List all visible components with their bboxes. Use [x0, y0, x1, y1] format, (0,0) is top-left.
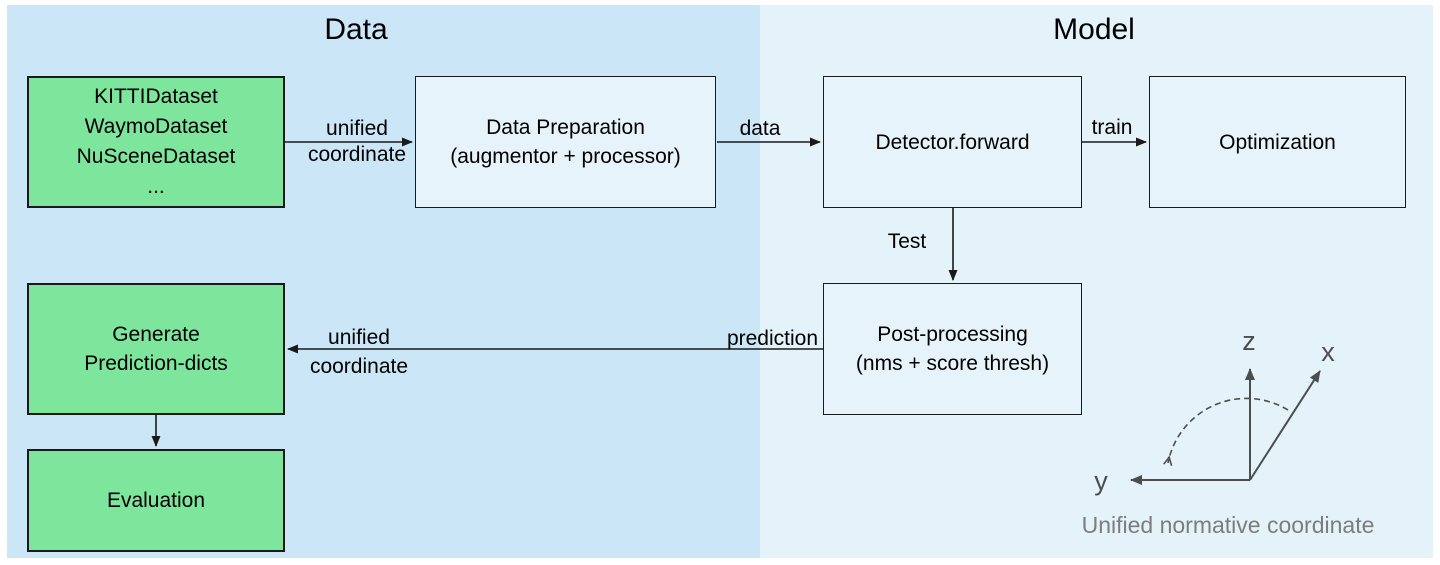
node-label-line: NuSceneDataset — [76, 145, 236, 168]
edge-label-line: unified — [326, 117, 388, 140]
node-label-line: KITTIDataset — [94, 85, 218, 108]
node-generate-prediction-dicts: Generate Prediction-dicts — [27, 283, 285, 415]
node-label-line: Evaluation — [106, 489, 206, 512]
edge-label-line: unified — [328, 326, 390, 349]
section-title-model: Model — [1053, 13, 1135, 46]
node-datasets: KITTIDataset WaymoDataset NuSceneDataset… — [27, 76, 285, 208]
y-axis-label: y — [1094, 466, 1108, 496]
z-axis-label: z — [1242, 326, 1256, 356]
node-evaluation: Evaluation — [27, 449, 285, 552]
edge-label-unified-coordinate-top: unified coordinate — [299, 116, 415, 168]
section-title-data: Data — [324, 13, 388, 46]
node-post-processing: Post-processing (nms + score thresh) — [823, 283, 1082, 415]
coordinate-diagram-caption: Unified normative coordinate — [1081, 512, 1375, 538]
node-label-line: Generate — [112, 323, 200, 346]
edge-label-train: train — [1091, 116, 1133, 139]
edge-label-prediction: prediction — [726, 327, 818, 350]
node-label-line: Optimization — [1219, 130, 1336, 154]
node-detector-forward: Detector.forward — [823, 76, 1082, 208]
node-label-line: ... — [147, 175, 165, 198]
node-label-line: Data Preparation — [486, 116, 645, 139]
node-data-preparation: Data Preparation (augmentor + processor) — [415, 76, 716, 208]
node-label-line: Prediction-dicts — [84, 352, 228, 375]
edge-label-line: coordinate — [309, 355, 409, 378]
node-label-line: (augmentor + processor) — [450, 145, 681, 168]
node-label-line: WaymoDataset — [84, 115, 228, 138]
edge-label-data: data — [739, 117, 781, 140]
edge-label-unified-coordinate-bottom: unified coordinate — [296, 323, 422, 381]
node-label-line: Post-processing — [877, 323, 1028, 346]
edge-label-line: coordinate — [307, 143, 407, 166]
node-optimization: Optimization — [1149, 76, 1406, 208]
edge-label-test: Test — [887, 230, 927, 253]
node-label-line: (nms + score thresh) — [855, 352, 1050, 375]
x-axis-label: x — [1321, 337, 1335, 367]
node-label-line: Detector.forward — [875, 130, 1030, 154]
